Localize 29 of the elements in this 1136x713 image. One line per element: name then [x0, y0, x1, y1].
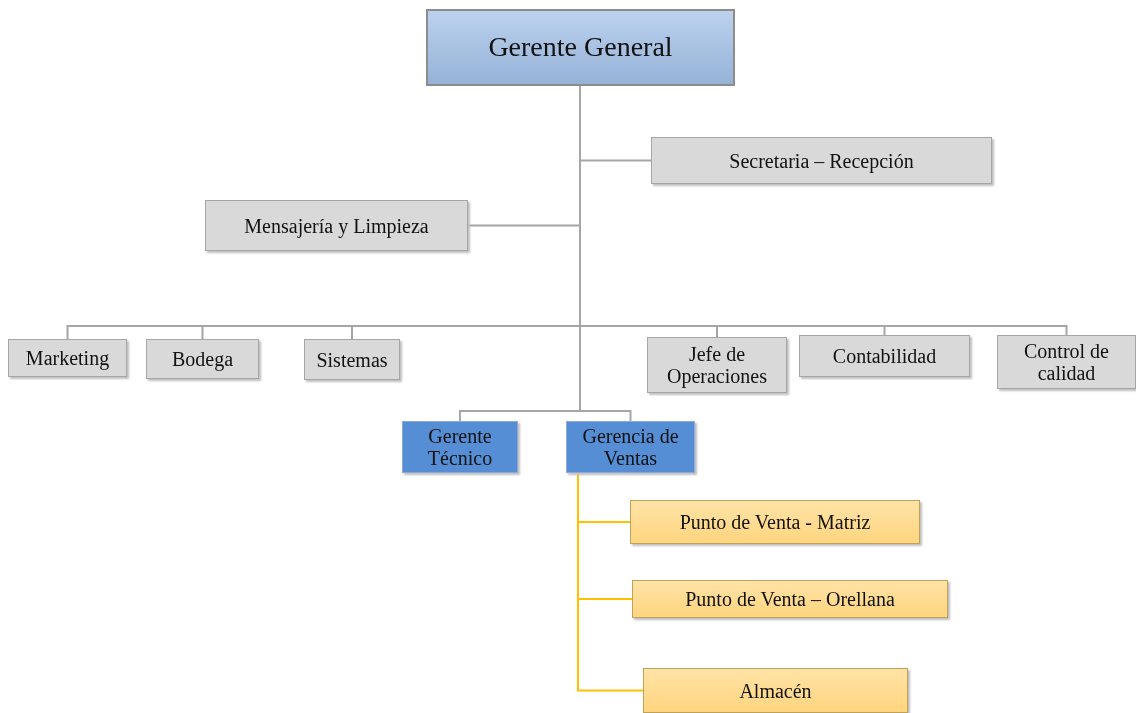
node-label: Almacén: [739, 679, 812, 702]
sales-point-box: [632, 580, 948, 618]
node-label: Secretaria – Recepción: [729, 149, 914, 172]
department-box: [647, 337, 787, 393]
node-label: Marketing: [25, 347, 110, 369]
department-box: [651, 137, 992, 184]
node-label: Gerente General: [488, 32, 673, 63]
management-box: [566, 421, 695, 473]
department-box: [799, 335, 970, 377]
department-box: [304, 339, 400, 380]
node-label: Bodega: [171, 348, 234, 370]
node-label: Punto de Venta - Matriz: [679, 511, 871, 533]
node-label: Gerente Técnico: [426, 425, 494, 469]
connector-line: [577, 472, 644, 692]
department-box: [997, 335, 1136, 389]
node-label: Jefe de Operaciones: [666, 343, 768, 387]
node-label: Gerencia de Ventas: [581, 425, 680, 469]
department-box: [8, 339, 127, 377]
sales-point-box: [643, 668, 908, 713]
sales-point-box: [630, 500, 920, 544]
node-label: Punto de Venta – Orellana: [685, 588, 895, 610]
department-box: [205, 200, 468, 251]
top-manager-box: [426, 9, 735, 86]
node-label: Contabilidad: [832, 345, 937, 367]
node-label: Control de calidad: [1023, 340, 1110, 384]
management-box: [402, 421, 518, 473]
department-box: [146, 339, 259, 379]
node-label: Mensajería y Limpieza: [244, 214, 429, 237]
node-label: Sistemas: [316, 348, 388, 371]
